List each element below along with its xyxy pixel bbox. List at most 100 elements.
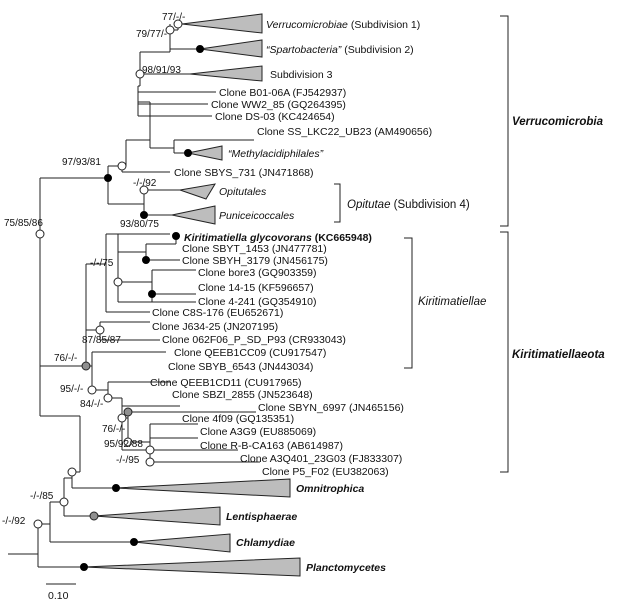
node-filled bbox=[80, 563, 88, 571]
taxon-label: Clone 14-15 (KF596657) bbox=[198, 282, 314, 294]
taxon-label: Lentisphaerae bbox=[226, 511, 297, 523]
taxon-label: Clone 062F06_P_SD_P93 (CR933043) bbox=[162, 334, 346, 346]
support-value: 77/-/- bbox=[162, 12, 185, 23]
support-value: 95/-/- bbox=[60, 384, 83, 395]
node-open bbox=[67, 467, 77, 477]
taxon-label: Clone SBYN_6997 (JN465156) bbox=[258, 402, 404, 414]
node-open bbox=[145, 445, 155, 455]
scale-bar-label: 0.10 bbox=[48, 590, 69, 602]
taxon-label: Clone A3Q401_23G03 (FJ833307) bbox=[240, 453, 402, 465]
taxon-label: Clone SBYH_3179 (JN456175) bbox=[182, 255, 328, 267]
group-brackets bbox=[334, 15, 509, 473]
taxon-label: Clone bore3 (GQ903359) bbox=[198, 267, 317, 279]
taxon-label: Clone SBZI_2855 (JN523648) bbox=[172, 389, 313, 401]
group-label-verrucomicrobia: Verrucomicrobia bbox=[512, 116, 604, 128]
group-label-kiritimatiellae: Kiritimatiellae bbox=[418, 296, 486, 308]
taxon-label: Clone SBYS_731 (JN471868) bbox=[174, 167, 314, 179]
node-open bbox=[33, 519, 43, 529]
wedge-subdivision3 bbox=[189, 65, 263, 82]
taxon-labels: Verrucomicrobiae (Subdivision 1) “Sparto… bbox=[150, 19, 432, 574]
wedge-omnitrophica bbox=[115, 478, 291, 498]
group-label-kiritimatiellaeota: Kiritimatiellaeota bbox=[512, 349, 605, 361]
taxon-label: Clone P5_F02 (EU382063) bbox=[262, 466, 389, 478]
group-labels: Verrucomicrobia Opitutae (Subdivision 4)… bbox=[347, 116, 605, 361]
node-open bbox=[95, 325, 105, 335]
collapsed-clades bbox=[83, 13, 301, 577]
node-open bbox=[87, 385, 97, 395]
node-open bbox=[35, 229, 45, 239]
node-open bbox=[139, 185, 149, 195]
node-open bbox=[113, 277, 123, 287]
support-value: 93/80/75 bbox=[120, 219, 159, 230]
node-open bbox=[123, 437, 133, 447]
wedge-spartobacteria bbox=[199, 39, 263, 58]
node-open bbox=[173, 19, 183, 29]
taxon-label: Clone QEEB1CD11 (CU917965) bbox=[150, 377, 302, 389]
wedge-chlamydiae bbox=[133, 533, 231, 553]
support-value: 84/-/- bbox=[80, 399, 103, 410]
taxon-label: Subdivision 3 bbox=[270, 69, 333, 81]
node-open bbox=[117, 413, 127, 423]
support-value: 95/92/88 bbox=[104, 439, 143, 450]
support-value: -/-/92 bbox=[133, 178, 157, 189]
node-open bbox=[117, 161, 127, 171]
taxon-label: Clone C8S-176 (EU652671) bbox=[152, 307, 283, 319]
support-value: 87/85/87 bbox=[82, 335, 121, 346]
taxon-label: Clone J634-25 (JN207195) bbox=[152, 321, 278, 333]
taxon-label: Verrucomicrobiae (Subdivision 1) bbox=[266, 19, 420, 31]
node-filled bbox=[184, 149, 192, 157]
node-gray bbox=[123, 407, 133, 417]
wedge-lentisphaerae bbox=[93, 506, 221, 526]
support-value: -/-/75 bbox=[90, 258, 114, 269]
support-value: 76/-/- bbox=[54, 353, 77, 364]
taxon-label: Clone 4-241 (GQ354910) bbox=[198, 296, 317, 308]
group-label-opitutae: Opitutae (Subdivision 4) bbox=[347, 199, 470, 211]
taxon-label: “Spartobacteria” (Subdivision 2) bbox=[266, 44, 414, 56]
wedge-opitutales bbox=[179, 183, 216, 200]
node-open bbox=[145, 457, 155, 467]
taxon-label: Clone B01-06A (FJ542937) bbox=[219, 87, 346, 99]
bracket-kiritimatiellaeota bbox=[500, 231, 509, 473]
node-gray bbox=[81, 361, 91, 371]
taxon-label: Chlamydiae bbox=[236, 537, 295, 549]
support-value: 75/85/86 bbox=[4, 218, 43, 229]
taxon-label: Planctomycetes bbox=[306, 562, 386, 574]
wedge-methylacidiphilales bbox=[187, 145, 223, 161]
node-filled bbox=[130, 538, 138, 546]
support-nodes bbox=[33, 19, 204, 571]
taxon-label: Clone R-B-CA163 (AB614987) bbox=[200, 440, 343, 452]
taxon-label: Kiritimatiella glycovorans (KC665948) bbox=[184, 232, 372, 244]
node-filled bbox=[142, 256, 150, 264]
taxon-label: Clone SBYB_6543 (JN443034) bbox=[168, 361, 313, 373]
support-value: 97/93/81 bbox=[62, 157, 101, 168]
node-filled bbox=[112, 484, 120, 492]
bracket-kiritimatiellae bbox=[404, 237, 413, 369]
node-gray bbox=[89, 511, 99, 521]
node-filled bbox=[140, 211, 148, 219]
taxon-label: Puniceicoccales bbox=[219, 210, 295, 222]
node-open bbox=[165, 25, 175, 35]
wedge-verrucomicrobiae bbox=[181, 13, 263, 34]
bracket-opitutae bbox=[334, 183, 341, 223]
wedge-planctomycetes bbox=[83, 557, 301, 577]
taxon-label: Clone DS-03 (KC424654) bbox=[215, 111, 335, 123]
taxon-label: Clone SS_LKC22_UB23 (AM490656) bbox=[257, 126, 432, 138]
bracket-verrucomicrobia bbox=[500, 15, 509, 227]
taxon-label: Clone A3G9 (EU885069) bbox=[200, 426, 316, 438]
taxon-label: Clone 4f09 (GQ135351) bbox=[182, 413, 294, 425]
wedge-puniceicoccales bbox=[171, 205, 216, 225]
support-values: 77/-/- 79/77/- 98/91/93 97/93/81 -/-/92 … bbox=[2, 12, 185, 527]
node-filled bbox=[148, 290, 156, 298]
support-value: -/-/85 bbox=[30, 491, 54, 502]
taxon-label: Omnitrophica bbox=[296, 483, 364, 495]
node-open bbox=[59, 497, 69, 507]
taxon-label: Opitutales bbox=[219, 186, 267, 198]
support-value: -/-/92 bbox=[2, 516, 26, 527]
node-filled bbox=[196, 45, 204, 53]
taxon-label: “Methylacidiphilales” bbox=[228, 148, 324, 160]
node-open bbox=[135, 69, 145, 79]
node-filled bbox=[104, 174, 112, 182]
support-value: 98/91/93 bbox=[142, 65, 181, 76]
